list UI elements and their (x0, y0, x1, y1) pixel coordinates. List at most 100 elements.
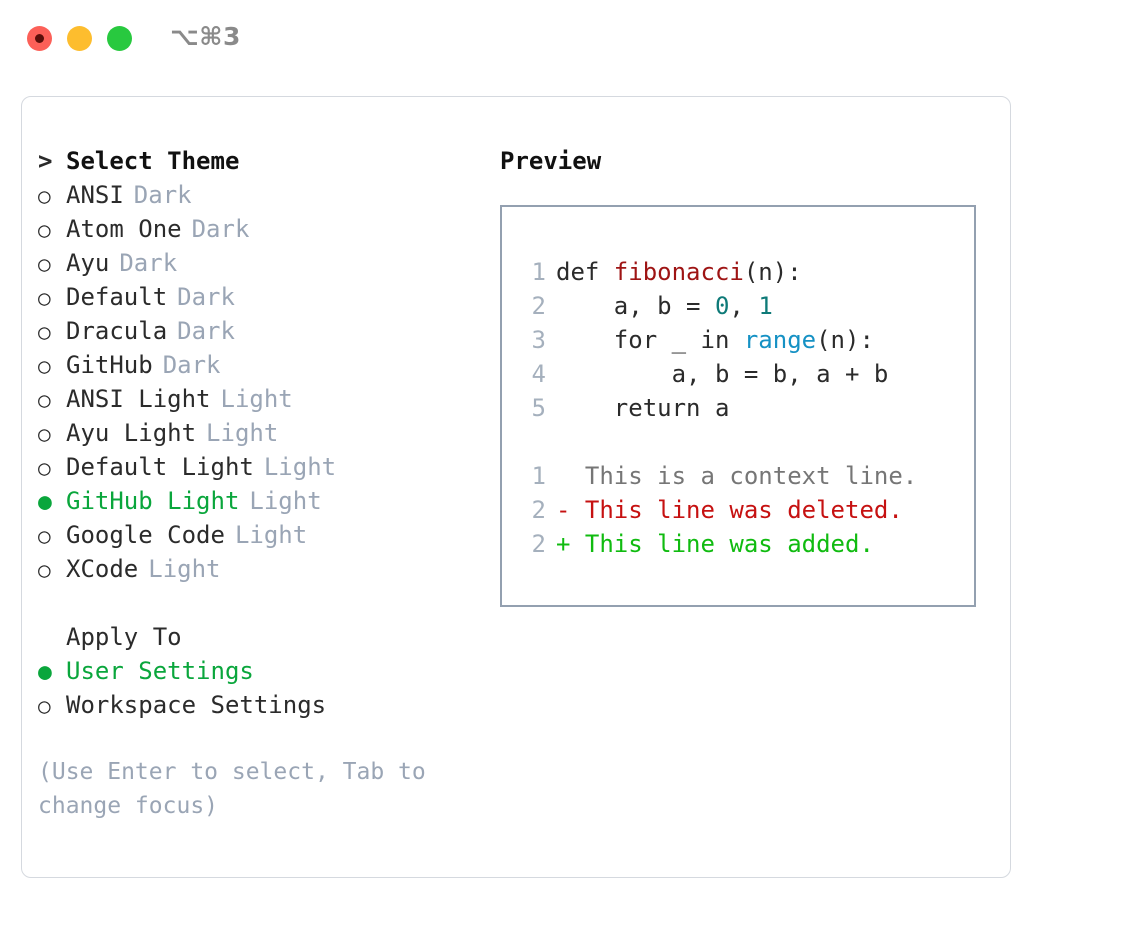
theme-item-tag: Dark (177, 317, 235, 345)
code-token: (n): (816, 326, 874, 354)
code-token: 0 (714, 292, 730, 320)
theme-item-label: XCode (66, 555, 139, 583)
apply-to-label: Apply To (66, 623, 182, 651)
theme-item-tag: Dark (191, 215, 250, 243)
code-line: 5 return a (520, 391, 974, 425)
radio-unselected-icon: ○ (38, 694, 51, 718)
apply-to-item-label: User Settings (66, 657, 254, 685)
radio-unselected-icon: ○ (38, 320, 51, 344)
theme-item-tag: Light (220, 385, 293, 413)
code-line: 4 a, b = b, a + b (520, 357, 974, 391)
code-token: a, b = b, a + b (556, 360, 889, 388)
line-number: 2 (531, 530, 546, 558)
code-token: (n): (743, 258, 802, 286)
keyboard-hint: (Use Enter to select, Tab to change focu… (38, 759, 440, 819)
theme-item-tag: Dark (177, 283, 235, 311)
radio-unselected-icon: ○ (38, 252, 51, 276)
code-line: 3 for _ in range(n): (520, 323, 974, 357)
theme-item-label: Google Code (66, 521, 225, 549)
theme-list-title: Select Theme (66, 147, 240, 175)
line-number: 4 (531, 360, 546, 388)
radio-unselected-icon: ○ (38, 558, 51, 582)
diff-line-del: 2- This line was deleted. (520, 493, 974, 527)
theme-item-github[interactable]: ○ GitHub Dark (38, 351, 478, 385)
theme-item-default-light[interactable]: ○ Default Light Light (38, 453, 478, 487)
line-number: 5 (531, 394, 546, 422)
theme-item-tag: Light (206, 419, 279, 447)
apply-to-section-header: Apply To (38, 623, 478, 657)
radio-unselected-icon: ○ (38, 218, 51, 242)
radio-unselected-icon: ○ (38, 456, 51, 480)
theme-item-label: Atom One (66, 215, 182, 243)
radio-unselected-icon: ○ (38, 286, 51, 310)
theme-item-github-light[interactable]: ● GitHub Light Light (38, 487, 478, 521)
code-token: , (729, 292, 759, 320)
radio-unselected-icon: ○ (38, 354, 51, 378)
diff-line-ctx: 1 This is a context line. (520, 459, 974, 493)
line-number: 1 (531, 258, 546, 286)
caret-icon: > (38, 147, 53, 175)
theme-item-ansi[interactable]: ○ ANSI Dark (38, 181, 478, 215)
close-button[interactable] (27, 26, 52, 51)
window-controls (27, 26, 132, 51)
diff-line-add: 2 + This line was added. (520, 527, 974, 561)
code-token: for _ in (556, 326, 744, 354)
radio-unselected-icon: ○ (38, 524, 51, 548)
keyboard-shortcut-label: ⌥⌘3 (170, 22, 241, 51)
apply-to-item-workspace-settings[interactable]: ○Workspace Settings (38, 691, 478, 725)
theme-item-label: Default (66, 283, 168, 311)
diff-sign (556, 462, 570, 490)
theme-item-ayu[interactable]: ○ Ayu Dark (38, 249, 478, 283)
theme-item-tag: Dark (133, 181, 192, 209)
theme-item-atom-one[interactable]: ○ Atom One Dark (38, 215, 478, 249)
zoom-button[interactable] (107, 26, 132, 51)
diff-text: This is a context line. (570, 462, 918, 490)
code-token: range (743, 326, 817, 354)
theme-list-header: > Select Theme (38, 147, 478, 181)
theme-item-tag: Dark (119, 249, 178, 277)
code-token: a, b = (556, 292, 715, 320)
diff-text: This line was added. (570, 530, 874, 558)
theme-item-label: GitHub Light (66, 487, 240, 515)
theme-item-tag: Light (234, 521, 308, 549)
theme-item-label: Default Light (66, 453, 254, 481)
theme-item-label: Ayu Light (66, 419, 197, 447)
theme-item-default[interactable]: ○ Default Dark (38, 283, 478, 317)
preview-title: Preview (500, 147, 602, 175)
code-token: fibonacci (613, 258, 744, 286)
radio-unselected-icon: ○ (38, 388, 51, 412)
theme-item-label: GitHub (66, 351, 153, 379)
theme-item-ayu-light[interactable]: ○ Ayu Light Light (38, 419, 478, 453)
theme-item-label: ANSI (66, 181, 124, 209)
theme-item-label: Ayu (66, 249, 110, 277)
diff-sign: + (556, 530, 571, 558)
code-token: def (556, 258, 614, 286)
theme-item-google-code[interactable]: ○ Google Code Light (38, 521, 478, 555)
radio-selected-icon: ● (38, 489, 52, 515)
code-token: 1 (758, 292, 773, 320)
apply-to-list: ●User Settings○Workspace Settings (38, 657, 478, 725)
radio-unselected-icon: ○ (38, 422, 51, 446)
theme-item-tag: Dark (162, 351, 221, 379)
title-bar: ⌥⌘3 (0, 0, 1140, 76)
line-number: 1 (531, 462, 546, 490)
diff-text: This line was deleted. (570, 496, 903, 524)
diff-sample: 1 This is a context line.2- This line wa… (520, 459, 974, 561)
line-number: 2 (531, 496, 546, 524)
minimize-button[interactable] (67, 26, 92, 51)
theme-item-tag: Light (249, 487, 322, 515)
diff-sign: - (556, 496, 571, 524)
radio-unselected-icon: ○ (38, 184, 51, 208)
apply-to-item-user-settings[interactable]: ●User Settings (38, 657, 478, 691)
theme-item-tag: Light (263, 453, 337, 481)
